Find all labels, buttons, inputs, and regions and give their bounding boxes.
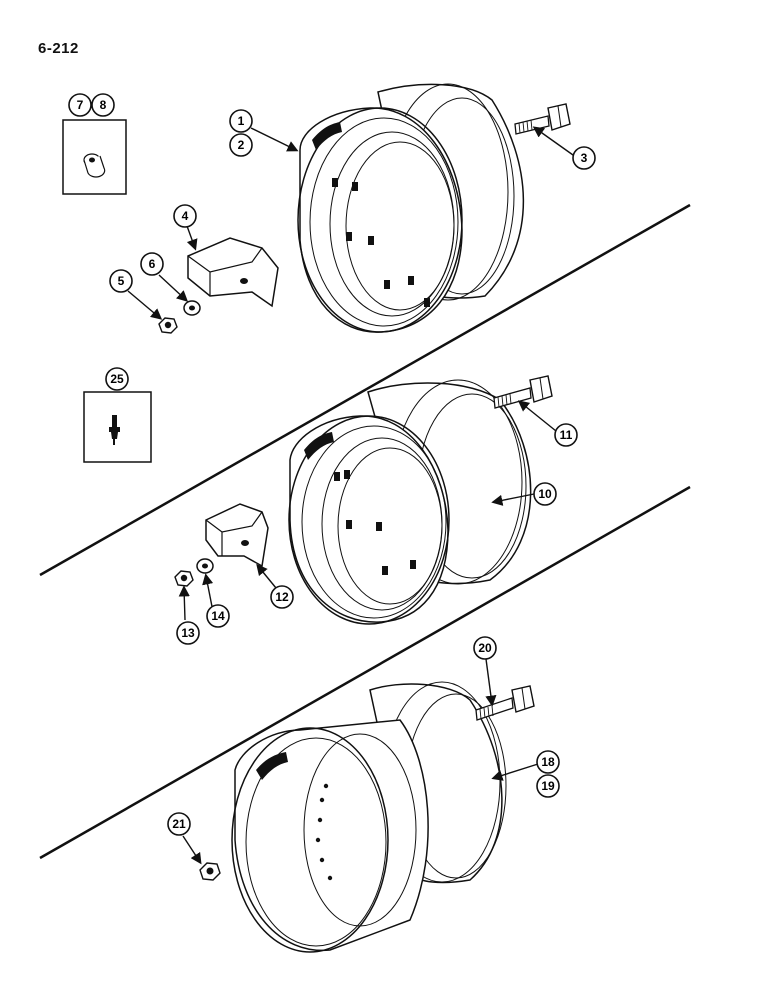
insert-icon [83, 153, 106, 178]
svg-text:11: 11 [560, 428, 573, 442]
callout-20: 20 [473, 636, 497, 660]
callout-2: 2 [229, 133, 253, 157]
callout-13: 13 [176, 621, 200, 645]
svg-text:19: 19 [541, 779, 555, 793]
svg-text:8: 8 [100, 98, 107, 112]
callout-8: 8 [91, 93, 115, 117]
svg-text:13: 13 [181, 626, 195, 640]
svg-text:18: 18 [541, 755, 555, 769]
svg-text:7: 7 [77, 98, 84, 112]
callout-5: 5 [109, 269, 133, 293]
callout-6: 6 [140, 252, 164, 276]
svg-text:12: 12 [275, 590, 289, 604]
clamp-4 [187, 237, 279, 308]
nut-13 [174, 570, 194, 587]
wheel-rim-1 [297, 83, 525, 333]
insert-box-7-8 [62, 119, 127, 195]
svg-text:14: 14 [211, 609, 225, 623]
callout-11: 11 [554, 423, 578, 447]
wheel-rim-10 [288, 379, 532, 625]
clamp-12 [205, 503, 269, 568]
svg-text:25: 25 [110, 372, 124, 386]
svg-text:6: 6 [149, 257, 156, 271]
valve-box-25 [83, 391, 152, 463]
bolt-11 [493, 375, 553, 409]
nut-21 [199, 862, 221, 881]
callout-18: 18 [536, 750, 560, 774]
section-divider-upper [39, 203, 691, 577]
washer-14 [196, 558, 214, 574]
wheel-rim-18-19 [231, 681, 507, 953]
callout-12: 12 [270, 585, 294, 609]
callout-1: 1 [229, 109, 253, 133]
svg-text:20: 20 [478, 641, 492, 655]
section-divider-lower [39, 485, 691, 860]
callout-14: 14 [206, 604, 230, 628]
callout-3: 3 [572, 146, 596, 170]
washer-6 [183, 300, 201, 316]
callout-10: 10 [533, 482, 557, 506]
callout-4: 4 [173, 204, 197, 228]
svg-text:4: 4 [182, 209, 189, 223]
svg-text:2: 2 [238, 138, 245, 152]
callout-21: 21 [167, 812, 191, 836]
nut-5 [158, 317, 178, 334]
callout-7: 7 [68, 93, 92, 117]
callout-25: 25 [105, 367, 129, 391]
bolt-20 [475, 685, 535, 721]
svg-text:3: 3 [581, 151, 588, 165]
svg-text:1: 1 [238, 114, 245, 128]
svg-text:10: 10 [538, 487, 552, 501]
bolt-3 [514, 103, 571, 135]
svg-text:5: 5 [118, 274, 125, 288]
valve-stem-icon [109, 415, 120, 445]
svg-text:21: 21 [172, 817, 186, 831]
page-number: 6-212 [38, 40, 79, 57]
callout-19: 19 [536, 774, 560, 798]
